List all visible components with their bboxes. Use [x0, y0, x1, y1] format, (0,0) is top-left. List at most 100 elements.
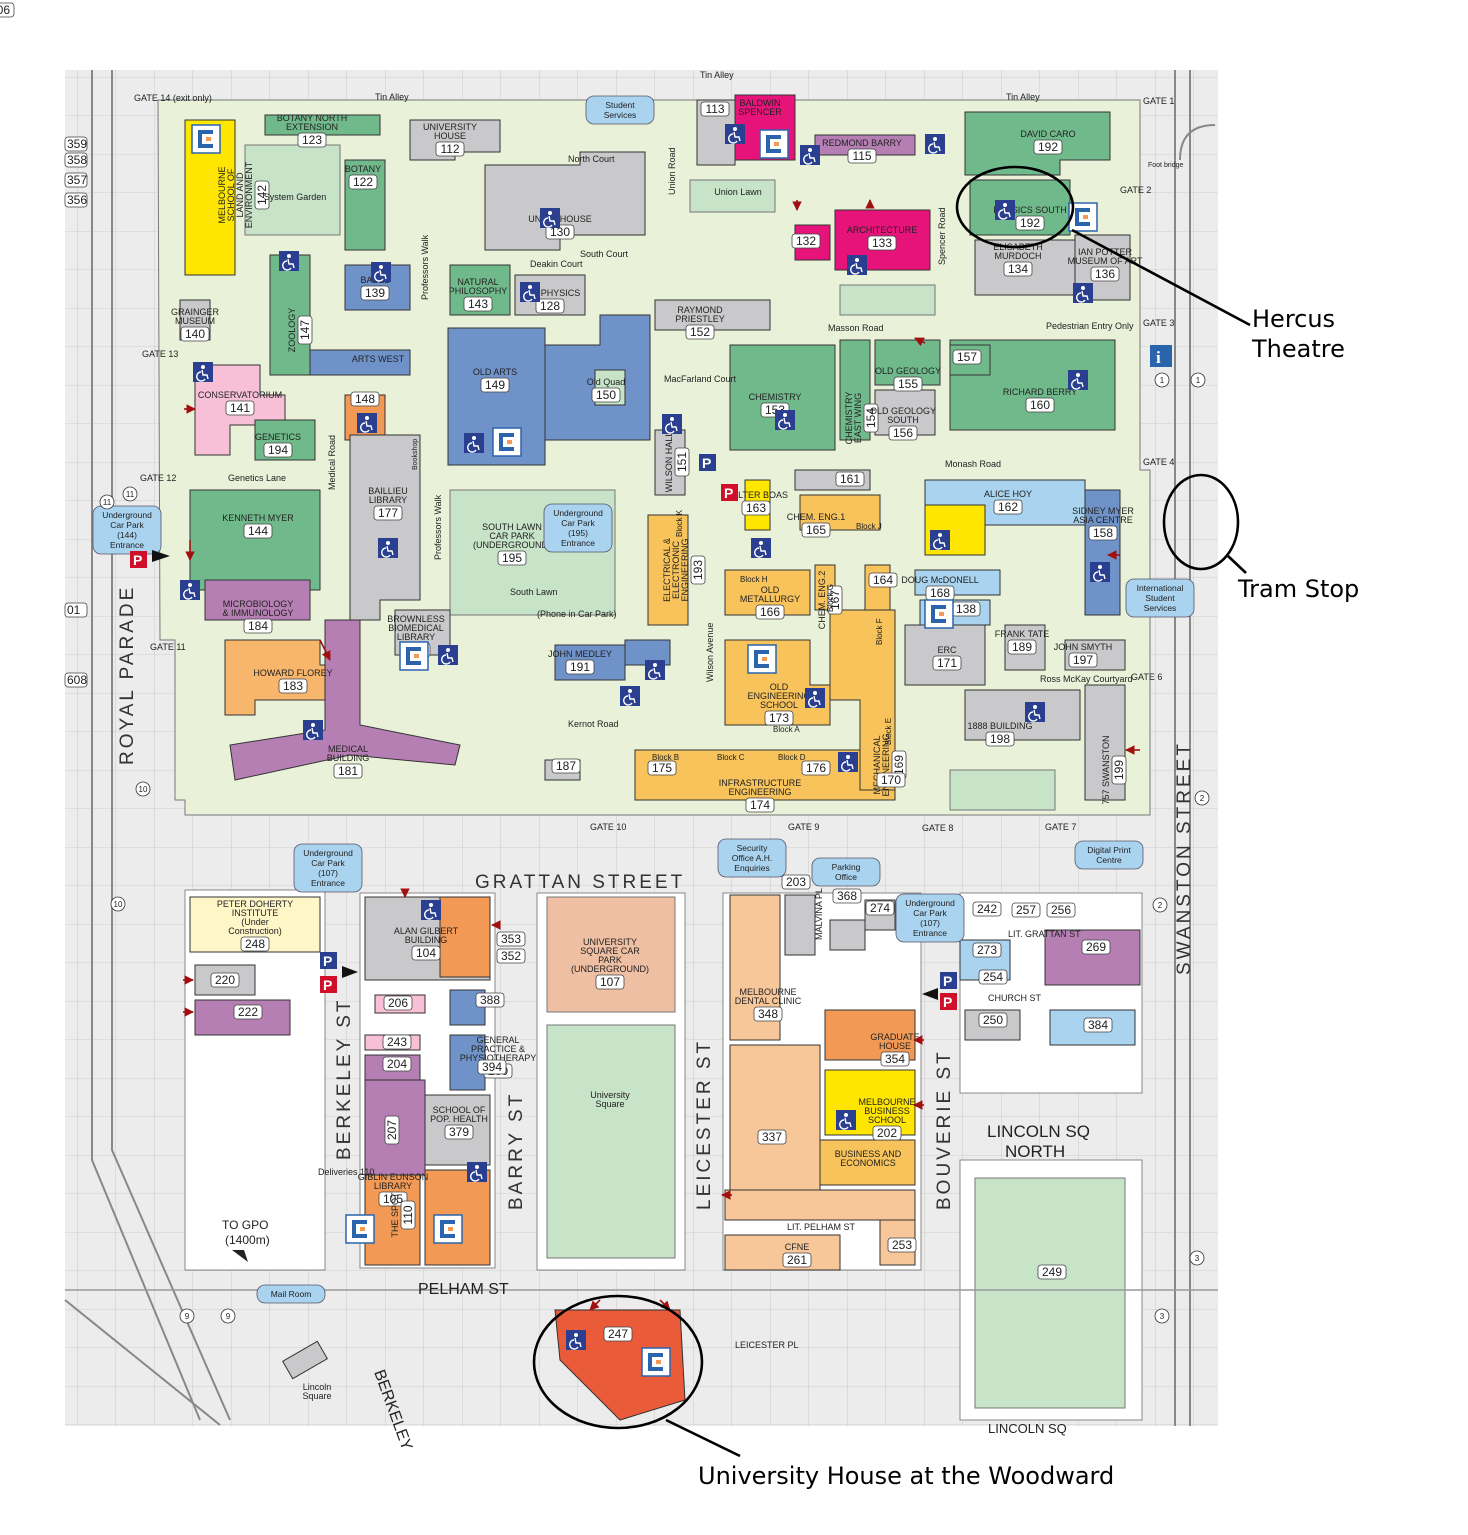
- building-number: 247: [608, 1327, 628, 1341]
- tram-route-number: 10: [114, 900, 123, 909]
- royal-parade-label: ROYAL PARADE: [117, 585, 138, 765]
- gate-6: GATE 6: [1131, 672, 1162, 682]
- block-g-label: Block G: [826, 584, 835, 612]
- building-name: REDMOND BARRY: [822, 138, 902, 148]
- parking-icon: [940, 993, 957, 1010]
- building-number: 165: [806, 523, 826, 537]
- block-j-label: Block J: [856, 522, 882, 531]
- hercus-theatre-circle: [955, 165, 1075, 249]
- building-name: CHEMISTRY: [749, 392, 802, 402]
- edge-building-number: 357: [67, 173, 87, 187]
- parking-icon: [721, 484, 738, 501]
- building-name: MUSEUM OF ART: [1068, 256, 1143, 266]
- building-number: 122: [353, 175, 373, 189]
- building-number: 150: [596, 388, 616, 402]
- building-name: MECHANICAL: [872, 735, 882, 794]
- building-number: 388: [480, 993, 500, 1007]
- building-number: 160: [1030, 398, 1050, 412]
- building-unnumbered: ARTS WEST: [352, 354, 405, 364]
- svg-text:Parking: Parking: [832, 862, 861, 872]
- tram-route-number: 9: [185, 1312, 190, 1321]
- grattan-street-label: GRATTAN STREET: [475, 872, 685, 893]
- building-number: 147: [298, 320, 312, 340]
- building-247: 247: [603, 1326, 633, 1342]
- building-number: 112: [440, 142, 459, 156]
- building-number: 176: [806, 761, 826, 775]
- building-name: MEDICAL: [328, 744, 368, 754]
- gpo-arrow-icon: [232, 1250, 248, 1262]
- building-name: & IMMUNOLOGY: [222, 608, 293, 618]
- building-number: 243: [387, 1035, 407, 1049]
- building-number: 142: [255, 185, 269, 205]
- building-name: ELECTRONIC: [671, 540, 681, 599]
- building-number: 337: [762, 1130, 782, 1144]
- building-number: 204: [387, 1057, 407, 1071]
- gate-10: GATE 10: [590, 822, 626, 832]
- building-number: 152: [690, 325, 710, 339]
- building-name: KENNETH MYER: [222, 513, 294, 523]
- building-148: 148: [350, 391, 380, 407]
- building-number: 164: [873, 573, 893, 587]
- to-gpo-label: TO GPO: [222, 1218, 268, 1232]
- building-number: 352: [501, 949, 521, 963]
- building-name: ENVIRONMENT: [244, 161, 254, 228]
- building-number: 158: [1093, 526, 1113, 540]
- building-name: SPENCER: [738, 107, 782, 117]
- building-number: 207: [385, 1120, 399, 1140]
- building-name: OLD GEOLOGY: [875, 366, 941, 376]
- building-number: 354: [885, 1052, 905, 1066]
- building-name: Square: [302, 1391, 331, 1401]
- building-number: 189: [1012, 640, 1032, 654]
- building-name: BUSINESS: [864, 1106, 910, 1116]
- gate-2: GATE 2: [1120, 185, 1151, 195]
- tram-route-number: 2: [1158, 901, 1163, 910]
- building-name: ECONOMICS: [840, 1158, 896, 1168]
- building-name: FRANK TATE: [995, 629, 1050, 639]
- building-number: 254: [983, 970, 1003, 984]
- tin-alley-label: Tin Alley: [375, 92, 409, 102]
- building-number: 140: [185, 327, 205, 341]
- building-253: 253: [887, 1237, 917, 1253]
- building-number: 248: [245, 937, 265, 951]
- building-name: EXTENSION: [286, 122, 338, 132]
- svg-text:Security: Security: [737, 843, 768, 853]
- building-number: 169: [892, 755, 906, 775]
- building-number: 149: [485, 378, 505, 392]
- gate-4: GATE 4: [1143, 457, 1174, 467]
- lincoln-sq-north-2: NORTH: [1005, 1142, 1065, 1161]
- building-name: ASIA CENTRE: [1073, 515, 1133, 525]
- building-number: 130: [550, 225, 570, 239]
- building-number: 138: [956, 602, 976, 616]
- svg-text:International: International: [1137, 583, 1184, 593]
- parking-icon: [130, 551, 147, 568]
- berkeley-st-label: BERKELEY ST: [334, 997, 355, 1160]
- svg-text:Entrance: Entrance: [110, 540, 144, 550]
- building-name: GENETICS: [255, 432, 301, 442]
- building-number: 170: [881, 773, 901, 787]
- building-number: 202: [877, 1126, 897, 1140]
- building-138: 138: [951, 601, 981, 617]
- university-house-label: University House at the Woodward: [698, 1462, 1114, 1490]
- foot-bridge-label: Foot bridge: [1148, 162, 1184, 169]
- professors-walk-label-2: Professors Walk: [433, 494, 443, 560]
- svg-text:(144): (144): [117, 530, 137, 540]
